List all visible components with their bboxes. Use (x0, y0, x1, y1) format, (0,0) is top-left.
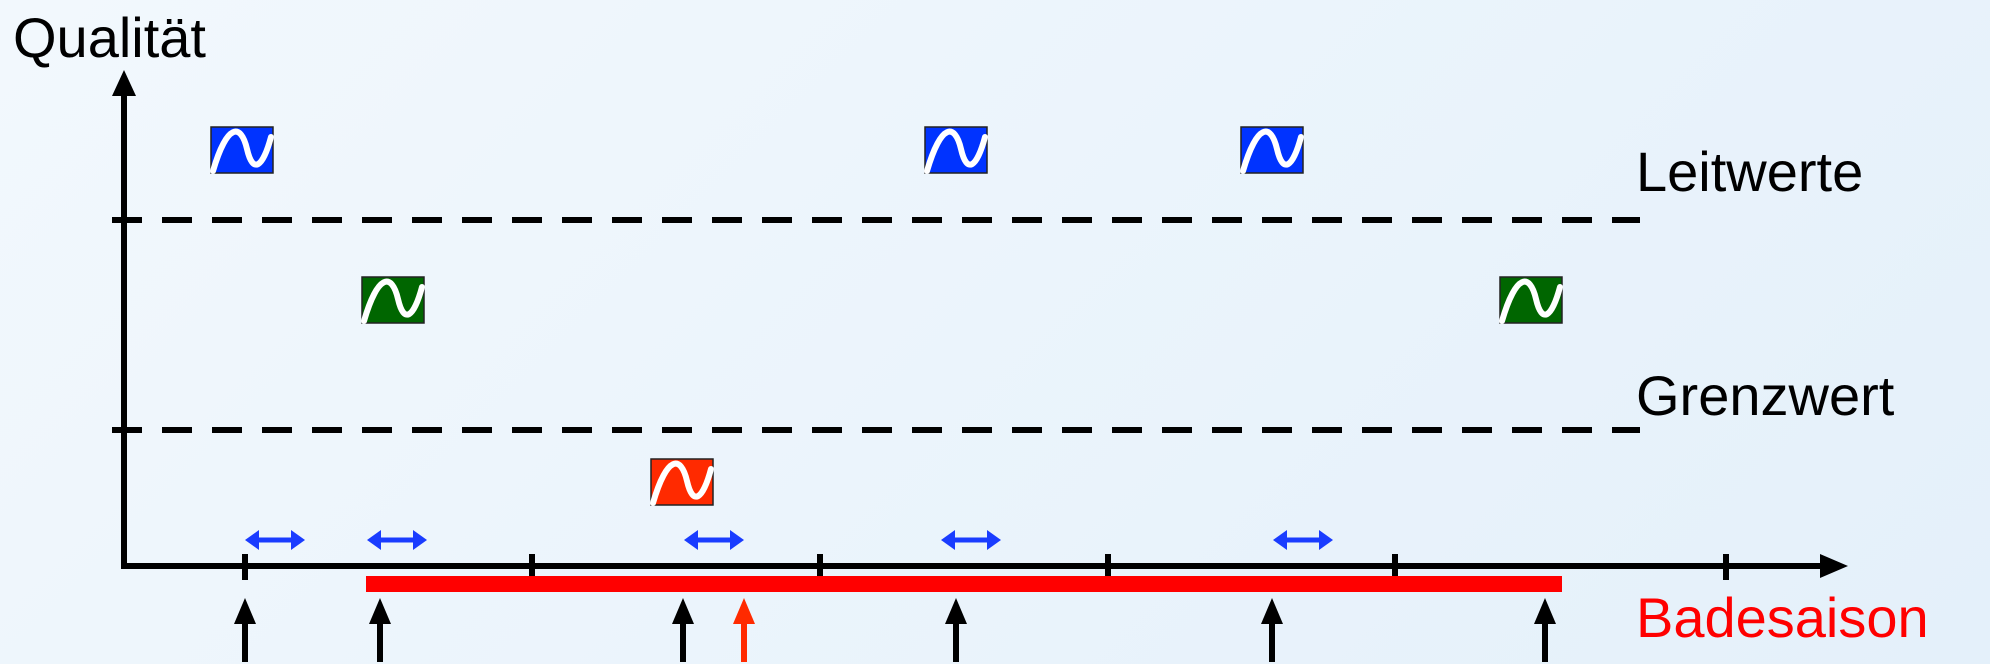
sampling-arrow-head (369, 598, 391, 624)
wave-icon (210, 128, 274, 174)
season-label: Badesaison (1636, 586, 1929, 649)
wave-icon (1499, 278, 1563, 324)
wave-icon (650, 460, 714, 506)
wave-icon (1240, 128, 1304, 174)
interval-arrow-head-left (245, 530, 259, 550)
interval-arrow-head-left (941, 530, 955, 550)
interval-arrow-head-right (1319, 530, 1333, 550)
interval-arrow-head-right (730, 530, 744, 550)
sampling-arrow-head (1261, 598, 1283, 624)
wave-icon (924, 128, 988, 174)
sampling-arrow-head (234, 598, 256, 624)
interval-arrow-head-left (684, 530, 698, 550)
lower-threshold-label: Grenzwert (1636, 364, 1895, 427)
x-axis-arrowhead (1820, 554, 1848, 578)
interval-arrow-head-right (987, 530, 1001, 550)
sampling-arrow-head (945, 598, 967, 624)
interval-arrow-head-right (413, 530, 427, 550)
sampling-arrow-head (672, 598, 694, 624)
y-axis-arrowhead (112, 70, 136, 96)
sampling-arrow-alert-head (733, 598, 755, 624)
interval-arrow-head-left (1273, 530, 1287, 550)
interval-arrow-head-left (367, 530, 381, 550)
y-axis-label: Qualität (13, 6, 206, 69)
interval-arrow-head-right (291, 530, 305, 550)
upper-threshold-label: Leitwerte (1636, 140, 1864, 203)
sampling-arrow-head (1534, 598, 1556, 624)
wave-icon (361, 278, 425, 324)
season-bar (366, 576, 1562, 592)
